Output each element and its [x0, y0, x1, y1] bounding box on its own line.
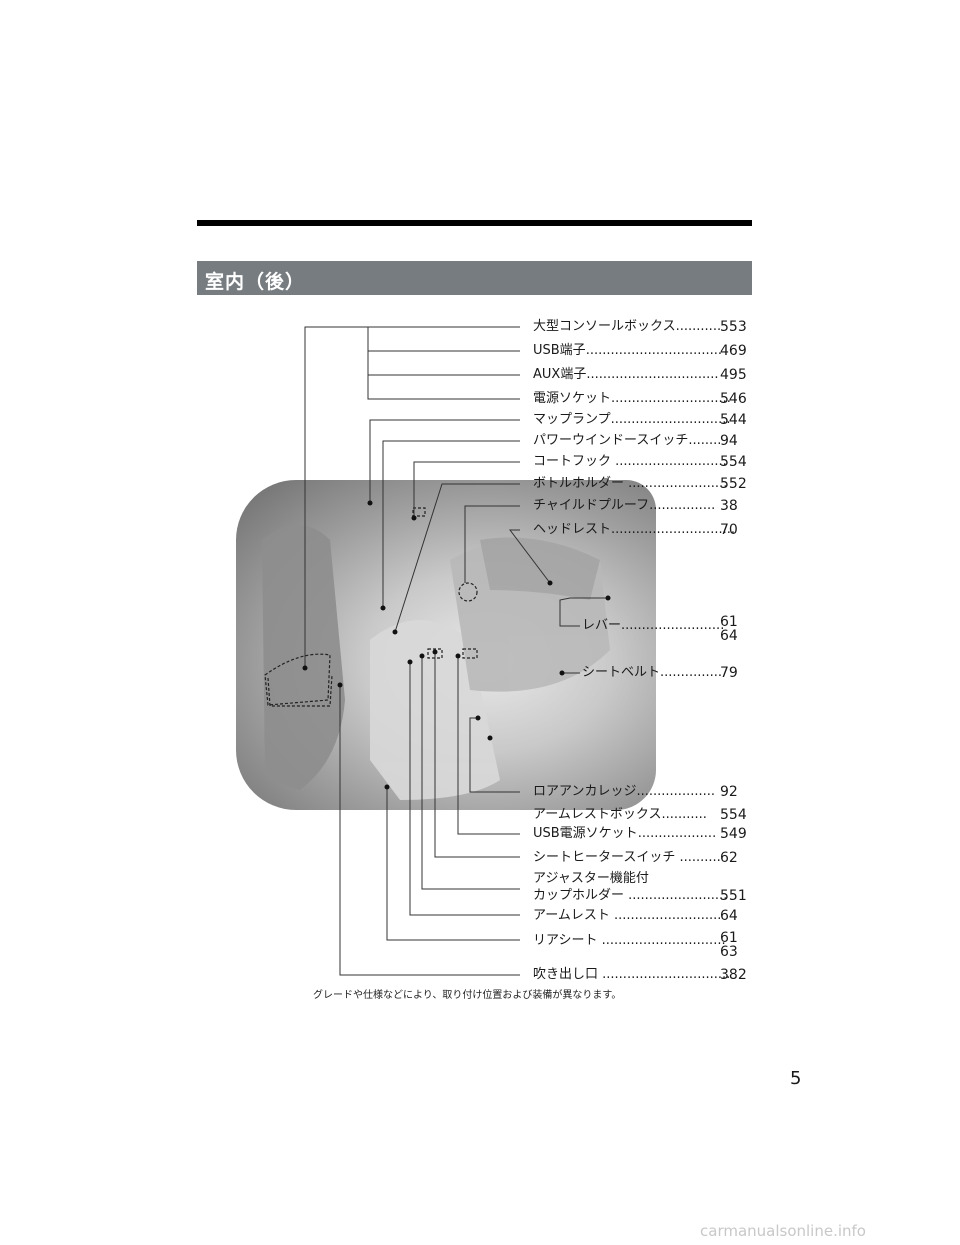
entry-page: 64 [720, 908, 738, 924]
entry-page: 552 [720, 476, 747, 492]
entry-page: 553 [720, 319, 747, 335]
entry-label: 吹き出し口 ............................... [533, 967, 731, 982]
entry-page: 38 [720, 498, 738, 514]
entry-page: 469 [720, 343, 747, 359]
entry-page: 63 [720, 944, 738, 960]
entry-page: 551 [720, 888, 747, 904]
entry-label: チャイルドプルーフ................ [533, 498, 716, 513]
entry-page: 61 [720, 930, 738, 946]
entry-label: ロアアンカレッジ................... [533, 784, 715, 799]
entry-label: マップランプ............................. [533, 412, 731, 427]
entry-label: リアシート .............................. [533, 933, 726, 948]
entry-page: 64 [720, 628, 738, 644]
entry-label: コートフック ........................... [533, 454, 727, 469]
entry-label: ヘッドレスト.............................. [533, 522, 735, 537]
entry-page: 554 [720, 807, 747, 823]
entry-page: 92 [720, 784, 738, 800]
entry-label: シートヒータースイッチ .......... [533, 850, 721, 865]
entry-label: アジャスター機能付 [533, 871, 649, 886]
entry-label: シートベルト............... [582, 665, 723, 680]
entry-label: レバー......................... [582, 618, 725, 633]
watermark: carmanualsonline.info [700, 1222, 866, 1240]
top-rule [197, 220, 752, 226]
entry-label: パワーウインドースイッチ........ [533, 433, 722, 448]
entry-page: 546 [720, 391, 747, 407]
entry-label: ボトルホルダー ........................ [533, 476, 728, 491]
entry-label: USB端子................................. [533, 343, 723, 358]
entry-page: 554 [720, 454, 747, 470]
entry-page: 495 [720, 367, 747, 383]
entry-page: 94 [720, 433, 738, 449]
entry-page: 79 [720, 665, 738, 681]
entry-page: 382 [720, 967, 747, 983]
section-title: 室内（後） [205, 271, 306, 293]
entry-page: 549 [720, 826, 747, 842]
entry-label: アームレスト .......................... [533, 908, 722, 923]
page-number: 5 [790, 1068, 802, 1089]
entry-label: 電源ソケット............................. [533, 391, 731, 406]
seat-illustration [262, 525, 610, 800]
entry-page: 544 [720, 412, 747, 428]
entry-label: USB電源ソケット................... [533, 826, 717, 841]
entry-label: カップホルダー ........................ [533, 888, 728, 903]
entry-page: 70 [720, 522, 738, 538]
section-header: 室内（後） [197, 261, 752, 295]
entry-label: アームレストボックス........... [533, 807, 707, 822]
entry-page: 62 [720, 850, 738, 866]
entry-label: 大型コンソールボックス........... [533, 319, 722, 334]
entry-label: AUX端子................................ [533, 367, 719, 382]
entry-page: 61 [720, 614, 738, 630]
footnote: グレードや仕様などにより、取り付け位置および装備が異なります。 [313, 990, 622, 1001]
